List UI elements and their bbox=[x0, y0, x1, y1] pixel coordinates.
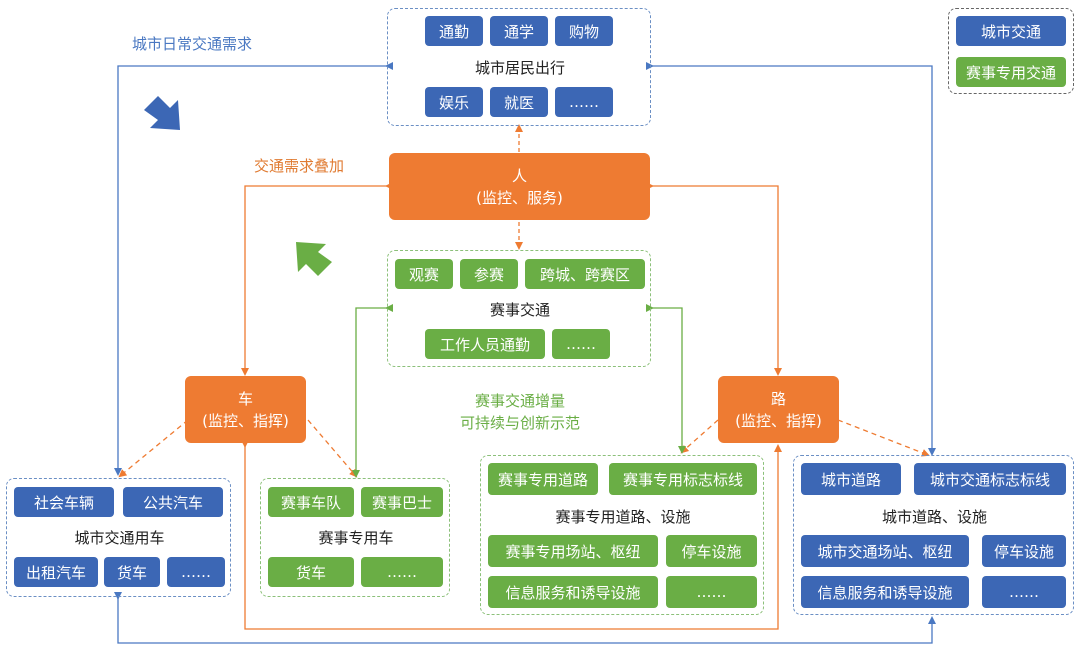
legend-urban: 城市交通 bbox=[956, 16, 1066, 46]
event-increment-note: 赛事交通增量 可持续与创新示范 bbox=[440, 390, 600, 434]
event-roads-line bbox=[646, 304, 686, 454]
event-road-chip: 赛事专用道路 bbox=[488, 463, 598, 495]
urban-demand-right-line bbox=[646, 62, 936, 456]
urban-road-chip: 城市交通标志标线 bbox=[914, 463, 1066, 495]
residents-chip: 通学 bbox=[490, 16, 548, 46]
urban-roads-title: 城市道路、设施 bbox=[881, 508, 987, 526]
event-road-chip: 信息服务和诱导设施 bbox=[488, 576, 658, 608]
vehicle-urban-dash bbox=[118, 419, 189, 478]
people-title: 人 bbox=[511, 166, 527, 185]
blue-down-arrow-icon bbox=[144, 96, 180, 130]
event-vehicle-chip: …… bbox=[361, 557, 443, 587]
urban-vehicles-group: 社会车辆 公共汽车 城市交通用车 出租汽车 货车 …… bbox=[6, 478, 231, 597]
urban-road-chip: 城市道路 bbox=[801, 463, 901, 495]
residents-chip: 购物 bbox=[555, 16, 613, 46]
event-traffic-chip: 参赛 bbox=[460, 259, 518, 289]
event-traffic-chip: 工作人员通勤 bbox=[425, 329, 545, 359]
urban-vehicle-chip: …… bbox=[167, 557, 225, 587]
urban-bottom-line bbox=[114, 592, 936, 644]
urban-vehicle-chip: 公共汽车 bbox=[123, 487, 223, 517]
urban-vehicle-chip: 社会车辆 bbox=[14, 487, 114, 517]
event-vehicles-line bbox=[352, 304, 393, 478]
urban-road-chip: 信息服务和诱导设施 bbox=[801, 576, 969, 608]
event-road-chip: 赛事专用标志标线 bbox=[609, 463, 757, 495]
residents-chip: …… bbox=[555, 87, 613, 117]
event-vehicles-title: 赛事专用车 bbox=[318, 529, 394, 547]
people-node: 人 (监控、服务) bbox=[389, 153, 650, 220]
event-vehicle-chip: 货车 bbox=[268, 557, 354, 587]
demand-overlay-note: 交通需求叠加 bbox=[254, 157, 345, 175]
event-traffic-title: 赛事交通 bbox=[489, 301, 550, 319]
urban-roads-group: 城市道路 城市交通标志标线 城市道路、设施 城市交通场站、枢纽 停车设施 信息服… bbox=[793, 455, 1074, 615]
road-sub: (监控、指挥) bbox=[735, 411, 822, 430]
vehicle-node: 车 (监控、指挥) bbox=[185, 376, 306, 443]
event-increment-line-1: 赛事交通增量 bbox=[474, 392, 565, 410]
residents-chip: 娱乐 bbox=[425, 87, 483, 117]
event-traffic-chip: 观赛 bbox=[395, 259, 453, 289]
residents-title: 城市居民出行 bbox=[474, 59, 565, 77]
people-sub: (监控、服务) bbox=[476, 188, 563, 207]
vehicle-title: 车 bbox=[237, 389, 253, 408]
green-up-arrow-icon bbox=[296, 242, 332, 276]
road-event-dash bbox=[680, 419, 719, 454]
event-vehicle-chip: 赛事巴士 bbox=[361, 487, 443, 517]
residents-chip: 就医 bbox=[490, 87, 548, 117]
urban-demand-left-line bbox=[114, 62, 393, 476]
vehicle-event-dash bbox=[307, 419, 358, 478]
vehicle-sub: (监控、指挥) bbox=[202, 411, 289, 430]
urban-road-chip: 城市交通场站、枢纽 bbox=[801, 535, 969, 567]
road-node: 路 (监控、指挥) bbox=[718, 376, 839, 443]
event-traffic-chip: …… bbox=[552, 329, 610, 359]
event-road-chip: …… bbox=[666, 576, 757, 608]
road-title: 路 bbox=[770, 389, 786, 408]
event-traffic-chip: 跨城、跨赛区 bbox=[525, 259, 645, 289]
urban-vehicle-chip: 出租汽车 bbox=[14, 557, 98, 587]
urban-demand-note: 城市日常交通需求 bbox=[132, 35, 253, 53]
event-road-chip: 赛事专用场站、枢纽 bbox=[488, 535, 658, 567]
people-road-line bbox=[646, 182, 782, 376]
event-vehicles-group: 赛事车队 赛事巴士 赛事专用车 货车 …… bbox=[260, 478, 450, 597]
event-road-chip: 停车设施 bbox=[666, 535, 757, 567]
event-roads-group: 赛事专用道路 赛事专用标志标线 赛事专用道路、设施 赛事专用场站、枢纽 停车设施… bbox=[480, 455, 764, 615]
event-vehicle-chip: 赛事车队 bbox=[268, 487, 354, 517]
event-roads-title: 赛事专用道路、设施 bbox=[555, 508, 691, 526]
residents-group: 通勤 通学 购物 城市居民出行 娱乐 就医 …… bbox=[387, 8, 651, 126]
event-increment-line-2: 可持续与创新示范 bbox=[459, 414, 580, 432]
event-traffic-group: 观赛 参赛 跨城、跨赛区 赛事交通 工作人员通勤 …… bbox=[387, 250, 651, 367]
urban-vehicle-chip: 货车 bbox=[104, 557, 160, 587]
residents-chip: 通勤 bbox=[425, 16, 483, 46]
legend: 城市交通 赛事专用交通 bbox=[948, 8, 1074, 94]
road-urban-dash bbox=[837, 419, 930, 457]
people-vehicle-line bbox=[241, 182, 393, 376]
urban-road-chip: 停车设施 bbox=[982, 535, 1066, 567]
urban-vehicles-title: 城市交通用车 bbox=[74, 529, 165, 547]
legend-event: 赛事专用交通 bbox=[956, 57, 1066, 87]
vehicle-road-bottom-line bbox=[241, 440, 782, 630]
urban-road-chip: …… bbox=[982, 576, 1066, 608]
